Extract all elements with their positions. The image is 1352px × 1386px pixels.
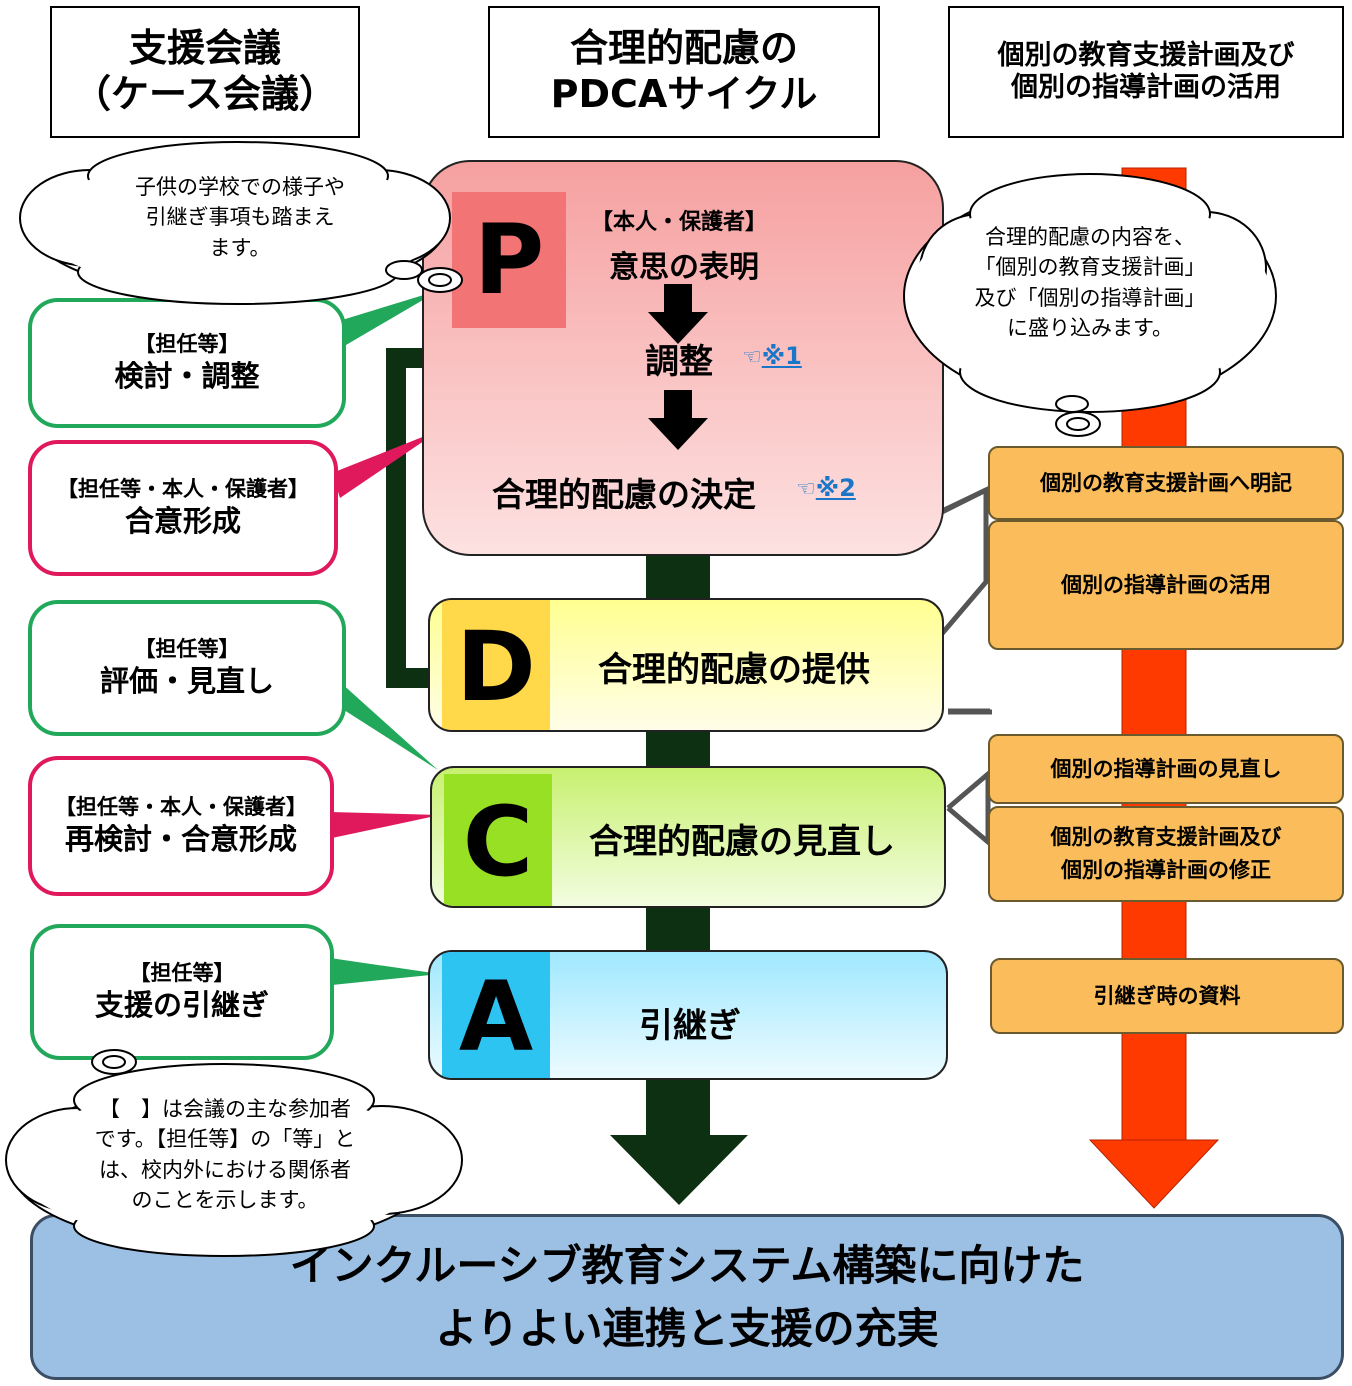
cloud-line: 及び「個別の指導計画」 xyxy=(974,285,1206,310)
bubble-plan-review: 【担任等】 検討・調整 xyxy=(28,298,346,428)
step-p-letter-box: P xyxy=(452,192,566,328)
cloud-line: 合理的配慮の内容を、 xyxy=(985,225,1195,249)
tail-bubble-4 xyxy=(330,812,440,838)
cloud-bottom-left-shape xyxy=(5,1063,463,1257)
header-pdca-line1: 合理的配慮の xyxy=(569,26,798,71)
tail-bubble-3 xyxy=(340,682,438,770)
ref2-label[interactable]: ※2 xyxy=(815,474,856,502)
header-meeting-line1: 支援会議 xyxy=(128,26,281,71)
ref2-link[interactable]: ☜※2 xyxy=(796,474,856,502)
bubble-tag: 【担任等】 xyxy=(134,636,240,661)
bubble-tag: 【担任等】 xyxy=(129,960,235,985)
cloud-line: 【 】は会議の主な参加者 xyxy=(99,1097,351,1121)
bubble-handover: 【担任等】 支援の引継ぎ xyxy=(30,924,334,1060)
step-p-letter: P xyxy=(473,204,545,316)
plan-box-revise: 個別の教育支援計画及び 個別の指導計画の修正 xyxy=(988,806,1344,902)
footer-line2: よりよい連携と支援の充実 xyxy=(435,1304,939,1353)
step-p-decision: 合理的配慮の決定 xyxy=(492,475,756,514)
step-c-text: 合理的配慮の見直し xyxy=(589,822,895,862)
tail-bubble-1 xyxy=(342,290,440,345)
step-p-box: P 【本人・保護者】 意思の表明 調整 ☜※1 合理的配慮の決定 ☜※2 xyxy=(422,160,944,556)
step-c-letter: C xyxy=(462,786,534,898)
down-arrow-icon xyxy=(648,284,708,344)
header-plans-line2: 個別の指導計画の活用 xyxy=(1011,72,1281,103)
step-c-letter-box: C xyxy=(444,774,552,906)
step-d-text: 合理的配慮の提供 xyxy=(598,650,870,690)
step-p-intent: 意思の表明 xyxy=(609,250,759,285)
cloud-top-left-shape xyxy=(19,141,451,305)
bubble-check-consensus: 【担任等・本人・保護者】 再検討・合意形成 xyxy=(28,756,334,896)
green-arrow-head xyxy=(610,1135,748,1205)
bubble-tag: 【担任等】 xyxy=(134,331,240,356)
cloud-line: は、校内外における関係者 xyxy=(99,1157,351,1182)
header-meeting: 支援会議 （ケース会議） xyxy=(50,6,360,138)
step-a-text: 引継ぎ xyxy=(639,1006,741,1046)
step-d-letter-box: D xyxy=(442,600,550,730)
cloud-line: 「個別の教育支援計画」 xyxy=(974,255,1206,280)
bubble-check-evaluation: 【担任等】 評価・見直し xyxy=(28,600,346,736)
bubble-main: 評価・見直し xyxy=(99,663,274,698)
step-c-box: C 合理的配慮の見直し xyxy=(430,766,946,908)
plan-box-record: 個別の教育支援計画へ明記 xyxy=(988,446,1344,520)
step-d-letter: D xyxy=(456,611,536,723)
bubble-main: 合意形成 xyxy=(124,503,241,538)
tail-bubble-5 xyxy=(330,958,440,985)
header-pdca-line2: PDCAサイクル xyxy=(550,72,818,116)
pointing-hand-icon: ☜ xyxy=(742,345,762,370)
cloud-tail-top-left xyxy=(385,260,463,293)
step-a-letter-box: A xyxy=(442,952,550,1078)
plan-box-handover: 引継ぎ時の資料 xyxy=(990,958,1344,1034)
feedback-loop-arrow xyxy=(386,348,440,688)
plan-box-revise-line2: 個別の指導計画の修正 xyxy=(1061,858,1271,882)
ref1-label[interactable]: ※1 xyxy=(761,342,802,370)
footer-banner: インクルーシブ教育システム構築に向けた よりよい連携と支援の充実 xyxy=(30,1214,1344,1380)
cloud-top-right-shape xyxy=(903,173,1277,413)
connector-c-to-plans xyxy=(946,768,991,848)
bubble-plan-consensus: 【担任等・本人・保護者】 合意形成 xyxy=(28,440,338,576)
cloud-line: 子供の学校での様子や xyxy=(135,175,345,199)
bubble-tag: 【担任等・本人・保護者】 xyxy=(57,476,309,501)
tail-bubble-2 xyxy=(332,430,440,498)
header-plans: 個別の教育支援計画及び 個別の指導計画の活用 xyxy=(948,6,1344,138)
cloud-line: ます。 xyxy=(209,235,271,260)
step-a-box: A 引継ぎ xyxy=(428,950,948,1080)
step-p-tag: 【本人・保護者】 xyxy=(590,210,767,235)
connector-p-mid xyxy=(940,487,988,515)
plan-box-use: 個別の指導計画の活用 xyxy=(988,520,1344,650)
pointing-hand-icon: ☜ xyxy=(796,477,816,502)
header-plans-line1: 個別の教育支援計画及び xyxy=(997,39,1295,71)
header-meeting-line2: （ケース会議） xyxy=(72,72,338,116)
cloud-tail-top-right xyxy=(1055,395,1101,437)
bubble-main: 再検討・合意形成 xyxy=(64,821,297,856)
step-d-box: D 合理的配慮の提供 xyxy=(428,598,944,732)
down-arrow-icon xyxy=(648,390,708,450)
cloud-line: に盛り込みます。 xyxy=(1007,316,1173,341)
bubble-main: 支援の引継ぎ xyxy=(94,987,269,1022)
cloud-line: 引継ぎ事項も踏まえ xyxy=(145,205,335,230)
ref1-link[interactable]: ☜※1 xyxy=(742,342,802,370)
red-arrow-head xyxy=(1088,1139,1220,1209)
cloud-top-right-text: 合理的配慮の内容を、 「個別の教育支援計画」 及び「個別の指導計画」 に盛り込み… xyxy=(930,222,1250,344)
plan-box-revise-line1: 個別の教育支援計画及び xyxy=(1050,825,1282,850)
cloud-line: です。【担任等】の「等」と xyxy=(94,1127,356,1152)
cloud-tail-bottom-left xyxy=(91,1049,137,1075)
bubble-tag: 【担任等・本人・保護者】 xyxy=(55,794,307,819)
footer-line1: インクルーシブ教育システム構築に向けた xyxy=(289,1241,1085,1290)
cloud-bottom-left-text: 【 】は会議の主な参加者 です。【担任等】の「等」と は、校内外における関係者 … xyxy=(50,1094,400,1216)
cloud-line: のことを示します。 xyxy=(131,1188,319,1213)
plan-box-review: 個別の指導計画の見直し xyxy=(988,734,1344,804)
cloud-top-left-text: 子供の学校での様子や 引継ぎ事項も踏まえ ます。 xyxy=(60,172,420,263)
step-p-adjust: 調整 xyxy=(645,342,713,382)
step-a-letter: A xyxy=(458,961,534,1073)
header-pdca: 合理的配慮の PDCAサイクル xyxy=(488,6,880,138)
bubble-main: 検討・調整 xyxy=(114,358,260,393)
